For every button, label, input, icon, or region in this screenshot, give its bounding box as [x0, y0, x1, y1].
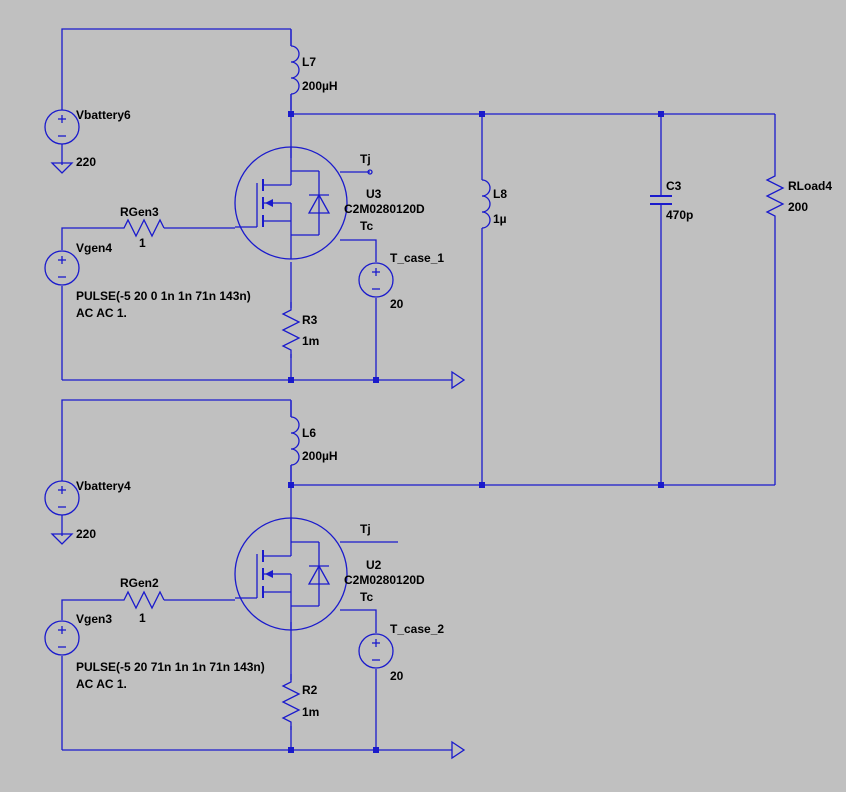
vbattery6-value: 220: [76, 155, 96, 169]
c3-capacitor[interactable]: [650, 195, 672, 205]
rgen2-value: 1: [139, 611, 146, 625]
vgen3-source[interactable]: [44, 620, 80, 656]
u2-part: C2M0280120D: [344, 573, 425, 587]
vgen3-value: PULSE(-5 20 71n 1n 1n 71n 143n): [76, 660, 265, 674]
u3-mosfet[interactable]: [234, 146, 348, 260]
junction-dot: [288, 377, 294, 383]
c3-value: 470p: [666, 208, 693, 222]
wire: [61, 227, 120, 250]
vbattery6-source[interactable]: [44, 109, 80, 145]
u3-part: C2M0280120D: [344, 202, 425, 216]
vgen3-ac: AC AC 1.: [76, 677, 127, 691]
u2-tc: Tc: [360, 590, 373, 604]
rload4-resistor[interactable]: [765, 170, 785, 218]
junction-dot: [479, 482, 485, 488]
u3-tc: Tc: [360, 219, 373, 233]
bottom-stage: Vbattery4 220 L6 200µH Tj U2 C2M0280120D…: [44, 399, 466, 760]
l7-value: 200µH: [302, 79, 338, 93]
l8-name: L8: [493, 187, 507, 201]
ground-flag-icon: [451, 370, 466, 390]
l6-inductor[interactable]: [290, 400, 300, 482]
junction-dot: [373, 377, 379, 383]
l7-inductor[interactable]: [290, 29, 300, 111]
rgen3-value: 1: [139, 236, 146, 250]
u3-tj: Tj: [360, 152, 371, 166]
r3-value: 1m: [302, 334, 319, 348]
junction-dot: [288, 482, 294, 488]
top-stage: Vbattery6 220 L7 200µH Tj U3 C2M0280120D…: [44, 28, 775, 390]
l8-value: 1µ: [493, 212, 507, 226]
l6-value: 200µH: [302, 449, 338, 463]
vgen4-source[interactable]: [44, 250, 80, 286]
junction-dot: [658, 111, 664, 117]
wire: [340, 239, 377, 262]
wire: [61, 399, 291, 481]
ground-flag-icon: [451, 740, 466, 760]
rload4-name: RLoad4: [788, 179, 832, 193]
junction-dot: [658, 482, 664, 488]
vbattery4-value: 220: [76, 527, 96, 541]
junction-dot: [288, 111, 294, 117]
t-case-1-source[interactable]: [358, 262, 394, 298]
wire: [340, 609, 377, 633]
u2-mosfet[interactable]: [234, 517, 348, 631]
junction-dot: [373, 747, 379, 753]
t-case-2-source[interactable]: [358, 633, 394, 669]
wire: [61, 28, 291, 110]
l7-name: L7: [302, 55, 316, 69]
t-case-2-value: 20: [390, 669, 404, 683]
vbattery4-source[interactable]: [44, 480, 80, 516]
rgen3-name: RGen3: [120, 205, 159, 219]
vbattery4-name: Vbattery4: [76, 479, 131, 493]
rgen2-resistor[interactable]: [120, 590, 165, 610]
tj-pin-icon: [367, 169, 373, 175]
junction-dot: [288, 747, 294, 753]
u2-name: U2: [366, 558, 382, 572]
r2-name: R2: [302, 683, 318, 697]
junction-dot: [479, 111, 485, 117]
l6-name: L6: [302, 426, 316, 440]
t-case-1-name: T_case_1: [390, 251, 444, 265]
r3-resistor[interactable]: [282, 301, 300, 359]
rgen3-resistor[interactable]: [120, 218, 165, 238]
vgen4-ac: AC AC 1.: [76, 306, 127, 320]
vbattery6-name: Vbattery6: [76, 108, 131, 122]
load-network: L8 1µ C3 470p RLoad4 200: [291, 111, 832, 488]
t-case-1-value: 20: [390, 297, 404, 311]
vgen3-name: Vgen3: [76, 612, 112, 626]
l8-inductor[interactable]: [481, 179, 491, 229]
u3-name: U3: [366, 187, 382, 201]
rgen2-name: RGen2: [120, 576, 159, 590]
vgen4-value: PULSE(-5 20 0 1n 1n 71n 143n): [76, 289, 251, 303]
t-case-2-name: T_case_2: [390, 622, 444, 636]
rload4-value: 200: [788, 200, 808, 214]
u2-tj: Tj: [360, 522, 371, 536]
r3-name: R3: [302, 313, 318, 327]
r2-value: 1m: [302, 705, 319, 719]
c3-name: C3: [666, 179, 682, 193]
wire: [61, 599, 120, 620]
vgen4-name: Vgen4: [76, 241, 112, 255]
r2-resistor[interactable]: [282, 673, 300, 731]
